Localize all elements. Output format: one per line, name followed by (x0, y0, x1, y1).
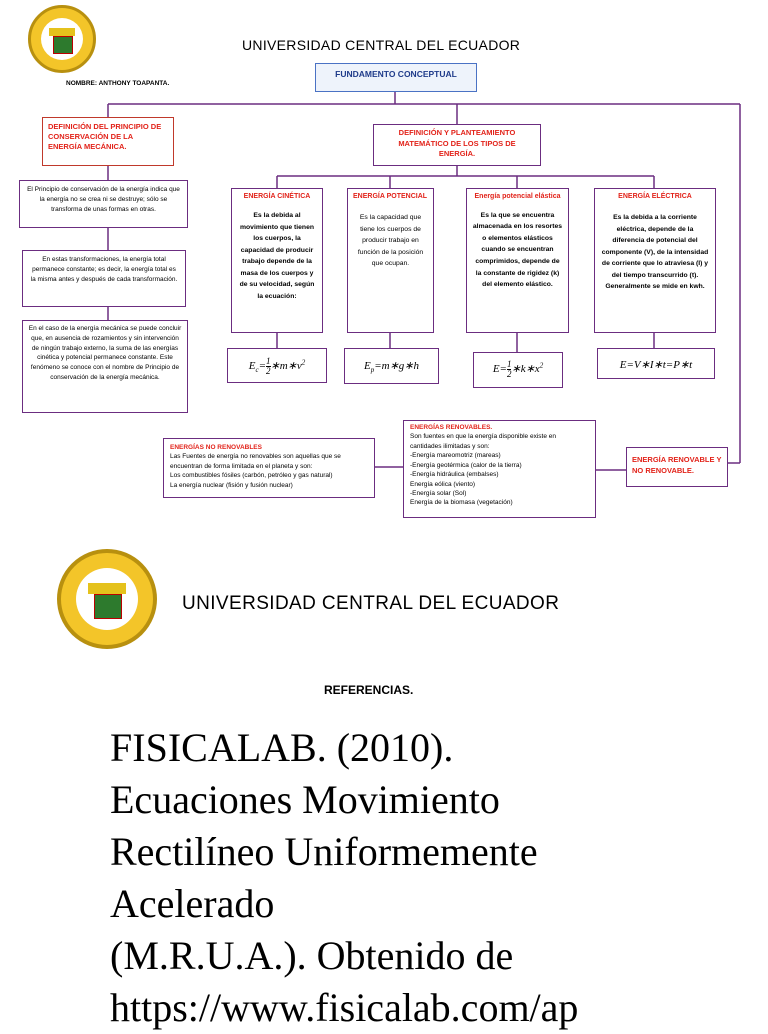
formula-den: 2 (506, 369, 512, 379)
reference-entry: FISICALAB. (2010). Ecuaciones Movimiento… (110, 722, 578, 1034)
type-title: ENERGÍA CINÉTICA (243, 193, 311, 200)
root-node: FUNDAMENTO CONCEPTUAL (315, 63, 477, 92)
university-seal-icon-large (57, 549, 157, 649)
type-node-elastic: Energía potencial elástica Es la que se … (466, 188, 569, 333)
reference-link[interactable]: https://www.fisicalab.com/ap (110, 985, 579, 1030)
type-desc: Es la que se encuentra almacenada en los… (472, 211, 563, 289)
reference-line: Rectilíneo Uniformemente (110, 829, 538, 874)
formula-potential: Ep=m∗g∗h (344, 348, 439, 384)
renewables-item: -Energía geotérmica (calor de la tierra) (410, 461, 522, 469)
renewables-item: -Energía mareomotriz (mareas) (410, 452, 501, 460)
renewable-title-node: ENERGÍA RENOVABLE Y NO RENOVABLE. (626, 447, 728, 487)
renewables-item: -Energía solar (Sol) (410, 489, 467, 497)
formula-sup: 2 (539, 361, 544, 370)
reference-line: FISICALAB. (2010). (110, 725, 454, 770)
type-title: Energía potencial elástica (474, 193, 561, 200)
type-node-kinetic: ENERGÍA CINÉTICA Es la debida al movimie… (231, 188, 323, 333)
nonrenewables-item: Los combustibles fósiles (carbón, petról… (170, 472, 333, 480)
references-heading: REFERENCIAS. (324, 683, 414, 697)
reference-line: Ecuaciones Movimiento (110, 777, 500, 822)
type-title: ENERGÍA POTENCIAL (353, 193, 428, 200)
nonrenewables-item: La energía nuclear (fisión y fusión nucl… (170, 481, 293, 489)
formula-num: 1 (266, 356, 271, 367)
type-node-electric: ENERGÍA ELÉCTRICA Es la debida a la corr… (594, 188, 716, 333)
formula-lhs: E (492, 363, 500, 376)
reference-line: Acelerado (110, 881, 275, 926)
university-seal-icon (28, 5, 96, 73)
formula-rest: ∗k∗x (511, 363, 540, 376)
reference-line: (M.R.U.A.). Obtenido de (110, 933, 514, 978)
formula-sup: 2 (301, 358, 306, 367)
university-title: UNIVERSIDAD CENTRAL DEL ECUADOR (242, 37, 521, 53)
renewables-item: Energía de la biomasa (vegetación) (410, 499, 513, 507)
renewables-item: Energía eólica (viento) (410, 480, 476, 488)
nonrenewables-title: ENERGÍAS NO RENOVABLES (170, 444, 262, 451)
renewables-item: -Energía hidráulica (embalses) (410, 471, 499, 479)
formula-sub: c (255, 366, 259, 375)
type-title: ENERGÍA ELÉCTRICA (618, 193, 692, 200)
renewables-intro: Son fuentes en que la energía disponible… (410, 433, 556, 450)
left-node-3: En el caso de la energía mecánica se pue… (22, 320, 188, 413)
renewables-node: ENERGÍAS RENOVABLES. Son fuentes en que … (403, 420, 596, 518)
student-name: NOMBRE: ANTHONY TOAPANTA. (66, 80, 170, 87)
type-desc: Es la debida a la corriente eléctrica, d… (601, 214, 709, 291)
formula-rest: =m∗g∗h (374, 360, 420, 372)
formula-num: 1 (506, 359, 512, 370)
formula-electric: E=V∗I∗t=P∗t (597, 348, 715, 379)
formula-den: 2 (266, 366, 271, 376)
nonrenewables-node: ENERGÍAS NO RENOVABLES Las Fuentes de en… (163, 438, 375, 498)
formula-rest: ∗m∗v (270, 360, 302, 373)
type-node-potential: ENERGÍA POTENCIAL Es la capacidad que ti… (347, 188, 434, 333)
type-desc: Es la capacidad que tiene los cuerpos de… (357, 214, 424, 268)
nonrenewables-intro: Las Fuentes de energía no renovables son… (170, 453, 341, 470)
formula-lhs: E (248, 360, 256, 373)
formula-sub: p (370, 366, 375, 375)
renewables-title: ENERGÍAS RENOVABLES. (410, 424, 493, 431)
mid-title-node: DEFINICIÓN Y PLANTEAMIENTO MATEMÁTICO DE… (373, 124, 541, 166)
left-title-node: DEFINICIÓN DEL PRINCIPIO DE CONSERVACIÓN… (42, 117, 174, 166)
type-desc: Es la debida al movimiento que tienen lo… (239, 212, 315, 300)
left-node-2: En estas transformaciones, la energía to… (22, 250, 186, 307)
formula-lhs: E (363, 360, 371, 372)
left-node-1: El Principio de conservación de la energ… (19, 180, 188, 228)
university-title-large: UNIVERSIDAD CENTRAL DEL ECUADOR (182, 593, 560, 614)
